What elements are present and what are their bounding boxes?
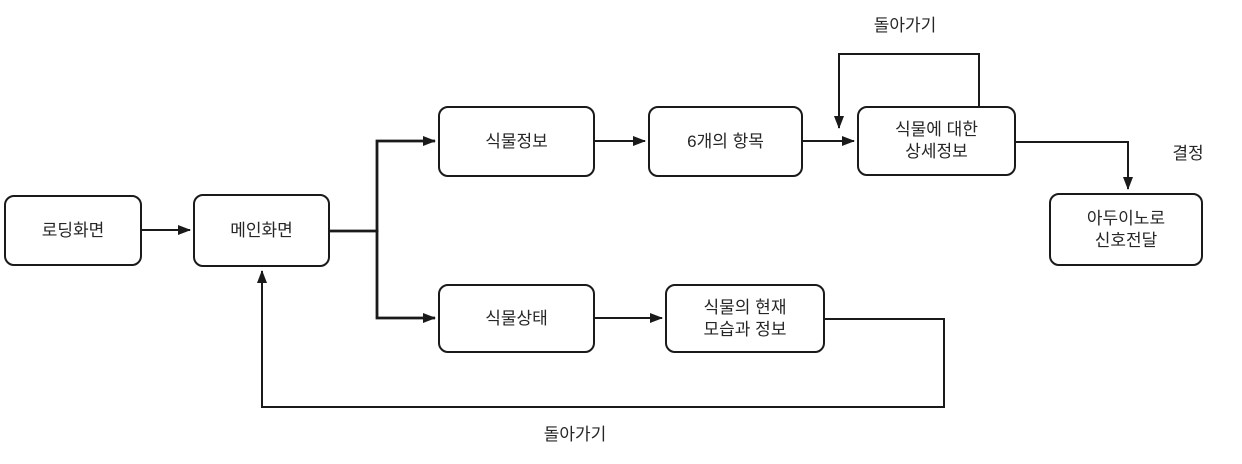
node-current-state: 식물의 현재 모습과 정보 xyxy=(665,284,825,353)
node-plant-info: 식물정보 xyxy=(438,106,595,177)
node-main-screen-label: 메인화면 xyxy=(230,220,293,240)
node-main-screen: 메인화면 xyxy=(193,194,330,267)
edge-label-go-back-bottom: 돌아가기 xyxy=(543,425,607,444)
node-detail-info: 식물에 대한 상세정보 xyxy=(857,106,1016,176)
node-detail-info-label: 식물에 대한 상세정보 xyxy=(895,120,978,161)
node-plant-status: 식물상태 xyxy=(438,284,595,353)
node-loading-screen-label: 로딩화면 xyxy=(41,220,105,240)
edge-main-to-plant-info xyxy=(330,136,436,233)
node-six-items-label: 6개의 항목 xyxy=(687,131,764,151)
node-arduino-signal-label: 아두이노로 신호전달 xyxy=(1086,208,1166,250)
edge-detail-to-arduino xyxy=(1016,141,1133,190)
node-six-items: 6개의 항목 xyxy=(648,106,803,177)
edge-label-go-back-top: 돌아가기 xyxy=(873,16,937,35)
edge-detail-self-loop-go-back xyxy=(834,53,980,129)
edge-label-decision: 결정 xyxy=(1172,144,1204,163)
node-arduino-signal: 아두이노로 신호전달 xyxy=(1049,193,1203,266)
node-plant-info-label: 식물정보 xyxy=(485,131,548,151)
edge-current-return-to-main xyxy=(257,270,945,408)
node-plant-status-label: 식물상태 xyxy=(485,308,548,328)
node-loading-screen: 로딩화면 xyxy=(4,195,142,266)
node-current-state-label: 식물의 현재 모습과 정보 xyxy=(703,297,787,339)
edge-main-to-plant-status xyxy=(375,230,436,323)
